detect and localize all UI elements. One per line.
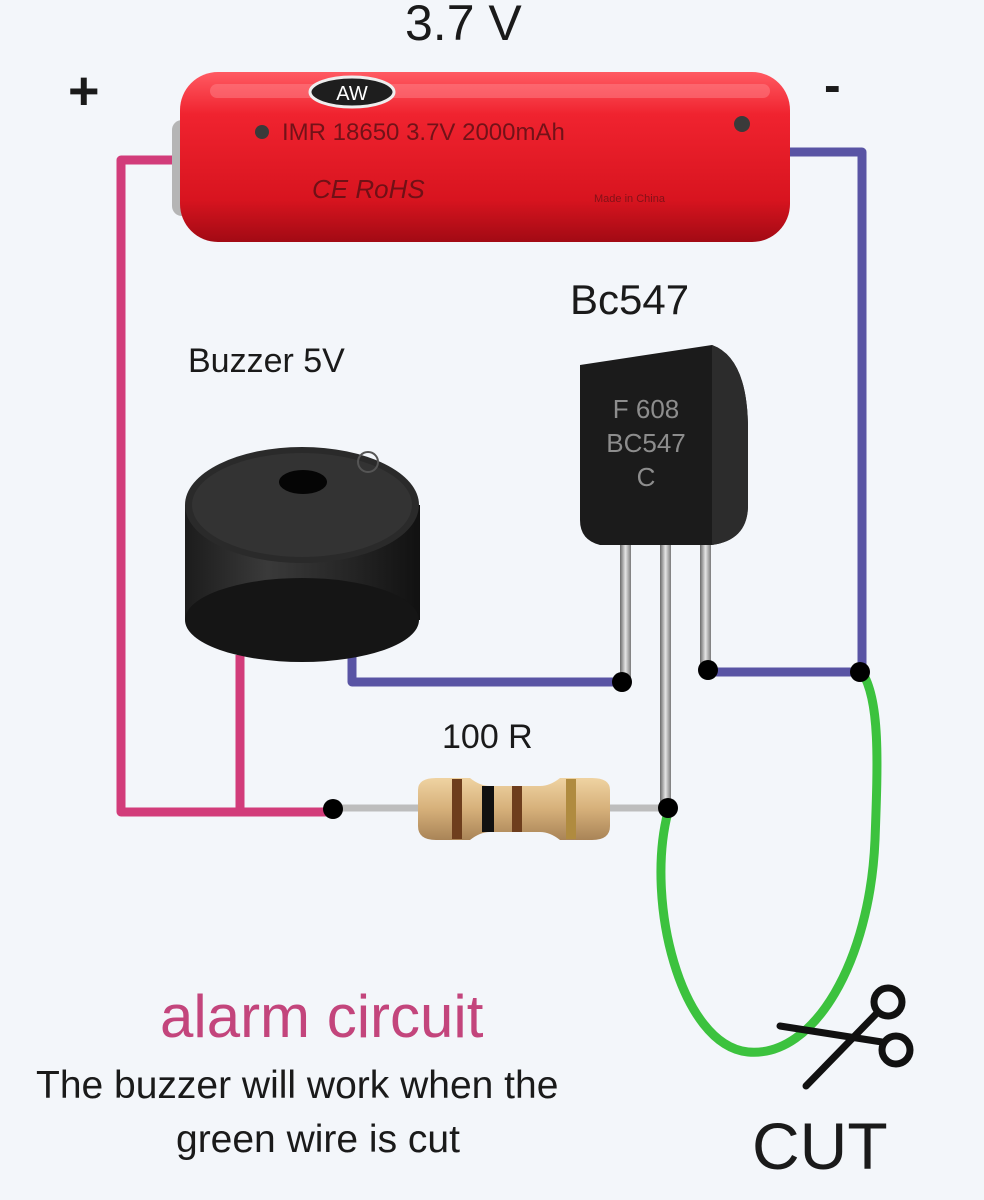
cut-label: CUT <box>752 1109 888 1183</box>
buzzer-to-collector-wire <box>347 645 620 687</box>
resistor-label: 100 R <box>442 718 533 756</box>
junction-dot <box>612 672 632 692</box>
transistor: F 608 BC547 C <box>580 345 748 810</box>
battery-voltage-label: 3.7 V <box>405 0 522 51</box>
scissors-icon <box>776 984 914 1090</box>
junction-dot <box>850 662 870 682</box>
battery-model-text: IMR 18650 3.7V 2000mAh <box>282 119 565 146</box>
transistor-marking-2: BC547 <box>606 428 686 458</box>
transistor-marking-1: F 608 <box>613 394 680 424</box>
buzzer-label: Buzzer 5V <box>188 342 345 380</box>
positive-wire <box>116 155 333 817</box>
battery-marks-text: CE RoHS <box>312 174 425 204</box>
battery: AW IMR 18650 3.7V 2000mAh CE RoHS Made i… <box>172 72 790 242</box>
negative-terminal-label: - <box>824 57 841 113</box>
transistor-marking-3: C <box>637 462 656 492</box>
description-line-1: The buzzer will work when the <box>36 1064 559 1107</box>
green-wire <box>656 667 882 1057</box>
buzzer <box>185 447 420 662</box>
junction-dot <box>323 799 343 819</box>
resistor <box>333 778 668 840</box>
junction-dot <box>698 660 718 680</box>
battery-origin-text: Made in China <box>594 193 666 205</box>
negative-wire <box>708 147 867 677</box>
battery-brand: AW <box>336 83 368 105</box>
diagram-title: alarm circuit <box>160 983 484 1050</box>
junction-dot <box>658 798 678 818</box>
description-line-2: green wire is cut <box>176 1118 460 1161</box>
transistor-label: Bc547 <box>570 276 690 323</box>
positive-terminal-label: + <box>68 61 100 121</box>
